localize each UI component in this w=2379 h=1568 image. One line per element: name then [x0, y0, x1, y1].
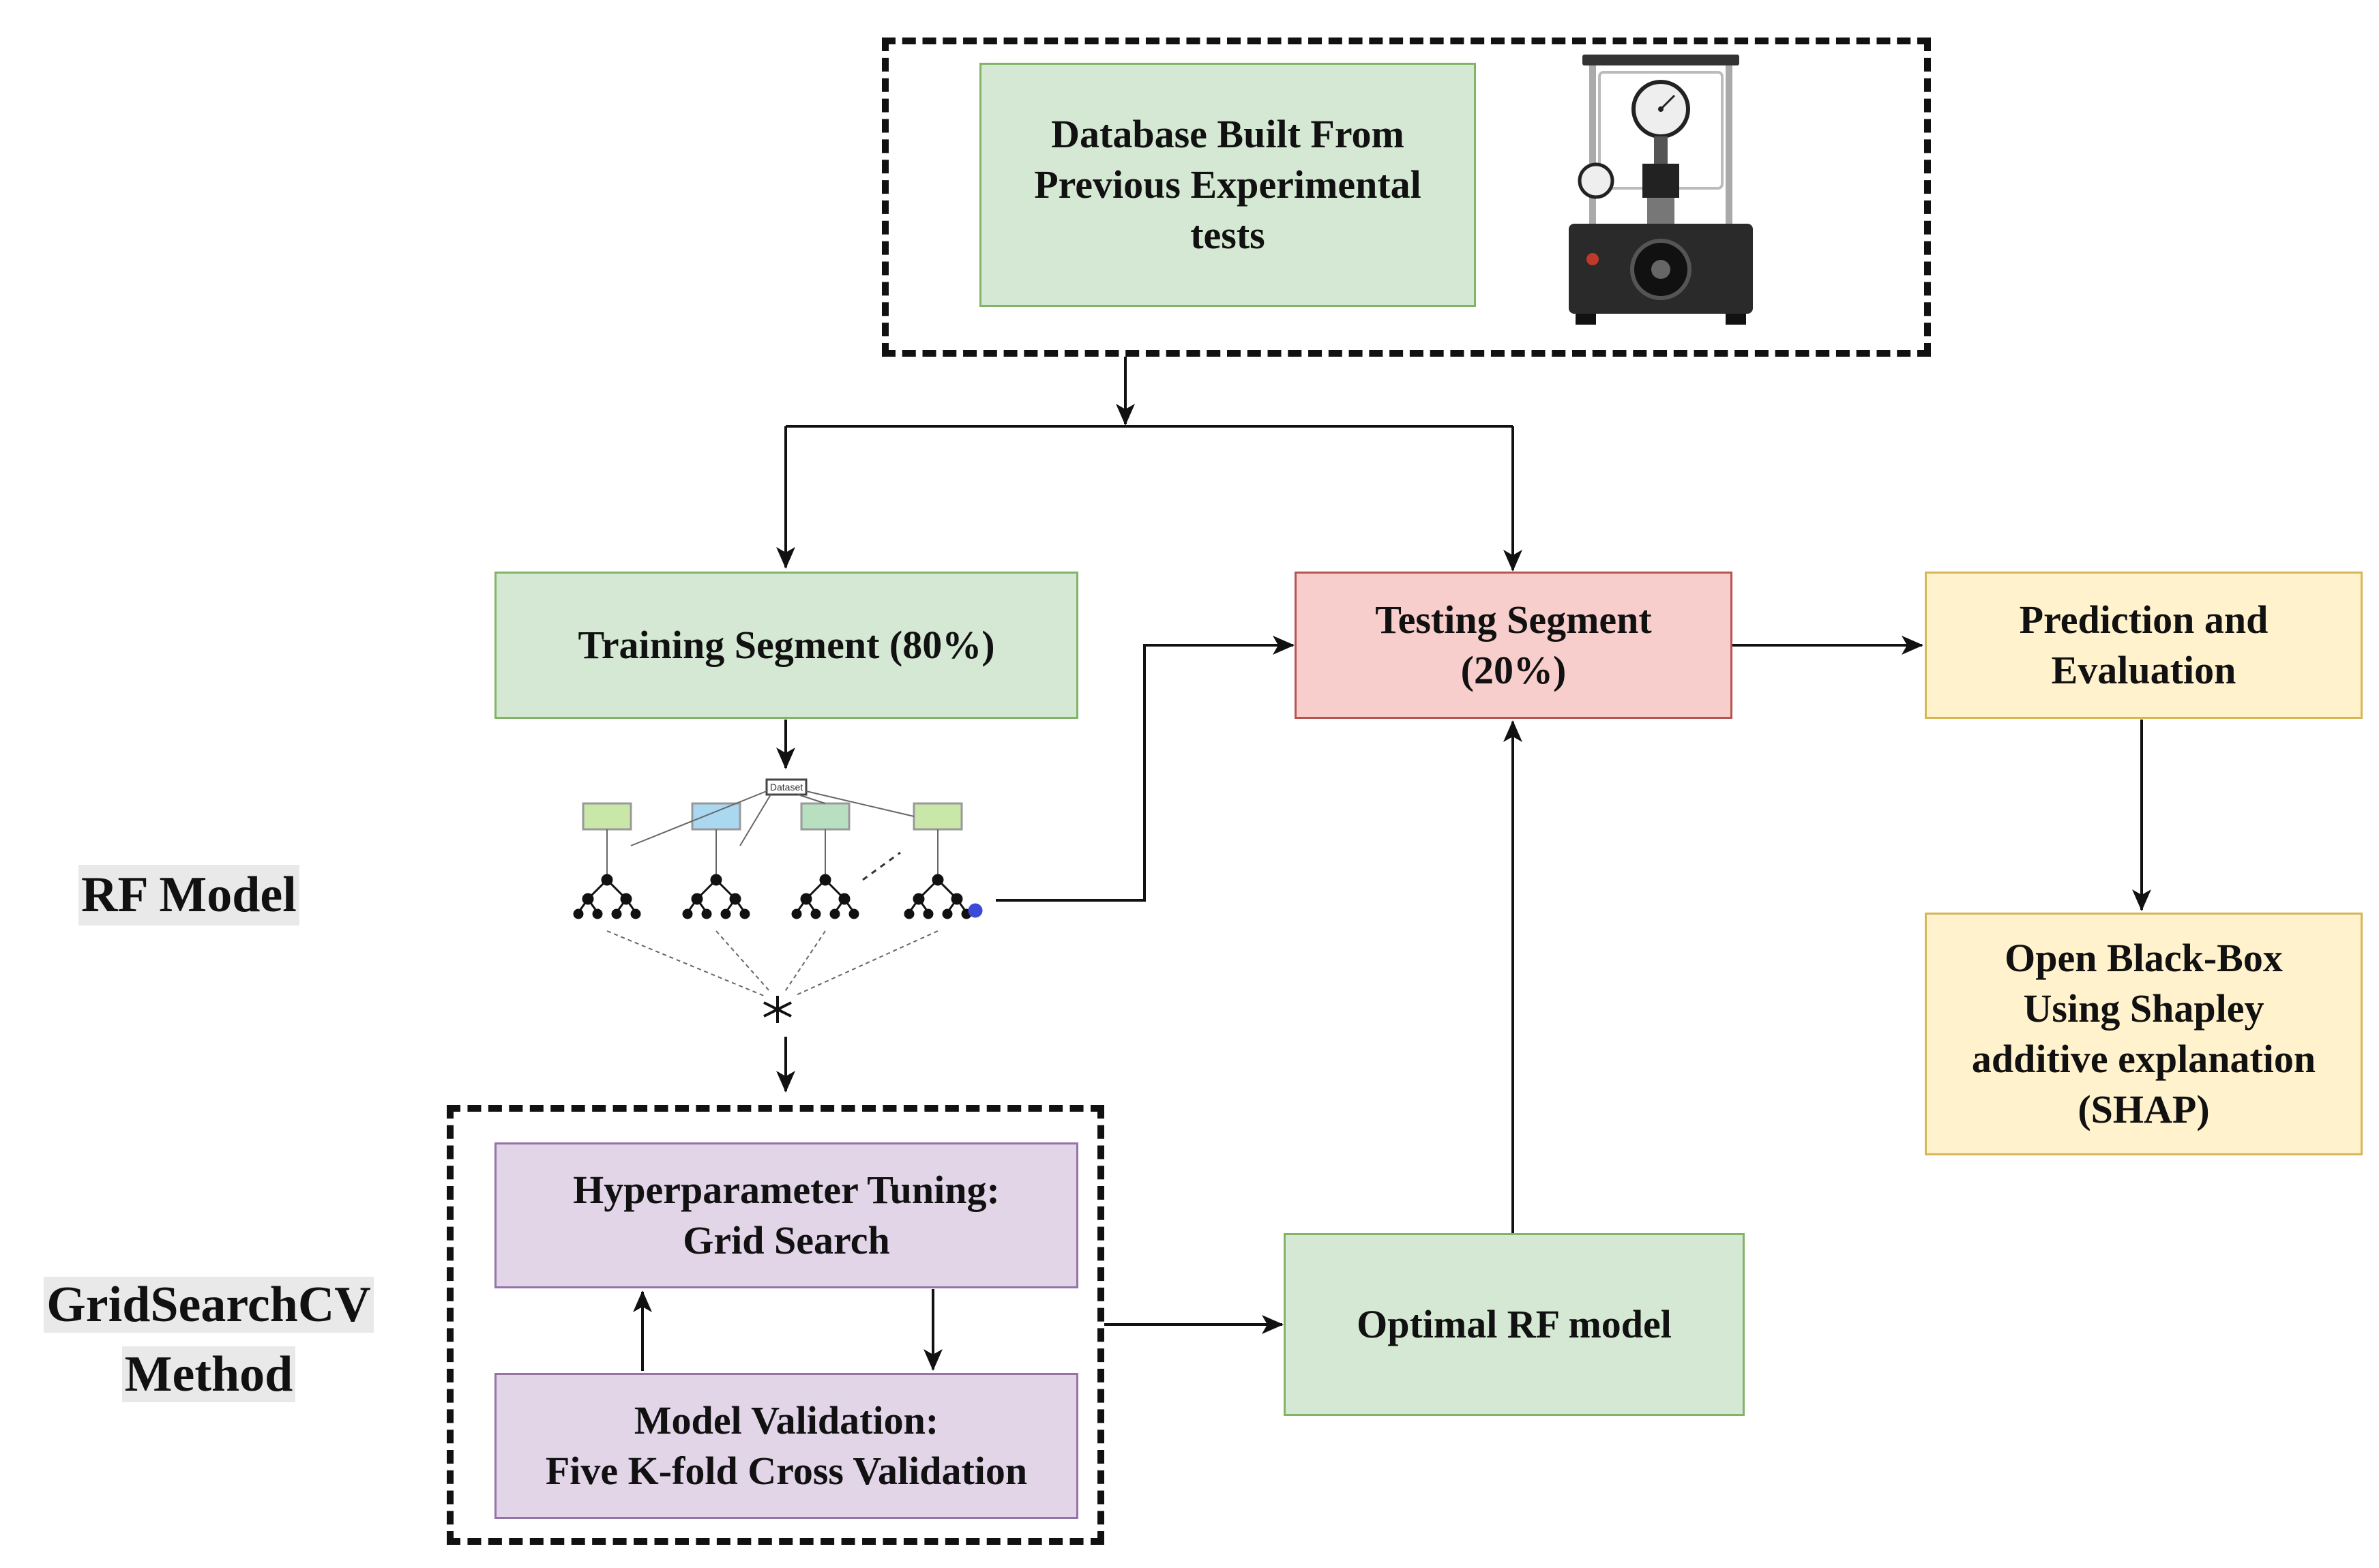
- training-line-1: Training Segment (80%): [578, 622, 995, 667]
- hyperparameter-node: Hyperparameter Tuning: Grid Search: [494, 1142, 1078, 1288]
- bootstrap-sample-4: [913, 802, 963, 831]
- testing-segment-node: Testing Segment (20%): [1295, 572, 1732, 719]
- shap-line-4: (SHAP): [2078, 1087, 2210, 1132]
- database-line-2: Previous Experimental: [1034, 162, 1421, 207]
- database-group-frame: [882, 38, 1931, 357]
- shap-line-1: Open Black-Box: [2005, 935, 2283, 980]
- bootstrap-sample-1: [582, 802, 632, 831]
- optimal-rf-node: Optimal RF model: [1284, 1233, 1745, 1416]
- hyperparameter-line-1: Hyperparameter Tuning:: [573, 1167, 1000, 1212]
- rf-model-label: RF Model: [78, 865, 299, 926]
- optimal-line-1: Optimal RF model: [1357, 1301, 1672, 1346]
- testing-machine-image: [1569, 55, 1753, 325]
- gridsearch-label-line-2: Method: [121, 1346, 296, 1403]
- gridsearch-label-line-1: GridSearchCV: [44, 1277, 374, 1333]
- gridsearch-group-frame: [447, 1105, 1104, 1545]
- database-node: Database Built From Previous Experimenta…: [979, 63, 1476, 307]
- database-line-1: Database Built From: [1051, 111, 1404, 156]
- database-line-3: tests: [1190, 213, 1265, 258]
- decision-trees: [573, 874, 983, 1023]
- testing-line-2: (20%): [1460, 648, 1567, 692]
- validation-node: Model Validation: Five K-fold Cross Vali…: [494, 1373, 1078, 1519]
- bootstrap-sample-3: [800, 802, 851, 831]
- validation-line-2: Five K-fold Cross Validation: [545, 1449, 1028, 1493]
- hyperparameter-line-2: Grid Search: [683, 1218, 890, 1262]
- tree-3: [791, 874, 859, 919]
- gridsearch-label: GridSearchCV Method: [18, 1270, 400, 1409]
- prediction-line-2: Evaluation: [2051, 648, 2236, 692]
- dataset-label: Dataset: [770, 782, 803, 793]
- prediction-line-1: Prediction and: [2019, 597, 2269, 642]
- testing-line-1: Testing Segment: [1375, 597, 1652, 642]
- dataset-box: [765, 778, 808, 796]
- shap-line-2: Using Shapley: [2023, 986, 2264, 1031]
- validation-line-1: Model Validation:: [634, 1397, 939, 1443]
- shap-node: Open Black-Box Using Shapley additive ex…: [1925, 913, 2363, 1155]
- tree-4: [904, 874, 983, 919]
- rf-ensemble-illustration: Dataset: [582, 778, 963, 881]
- edge-rf-testing: [996, 636, 1295, 902]
- tree-1: [573, 874, 641, 919]
- aggregation-star: [763, 996, 792, 1023]
- prediction-node: Prediction and Evaluation: [1925, 572, 2363, 719]
- training-segment-node: Training Segment (80%): [494, 572, 1078, 719]
- shap-line-3: additive explanation: [1971, 1037, 2316, 1081]
- bootstrap-sample-2: [691, 802, 741, 831]
- tree-2: [682, 874, 750, 919]
